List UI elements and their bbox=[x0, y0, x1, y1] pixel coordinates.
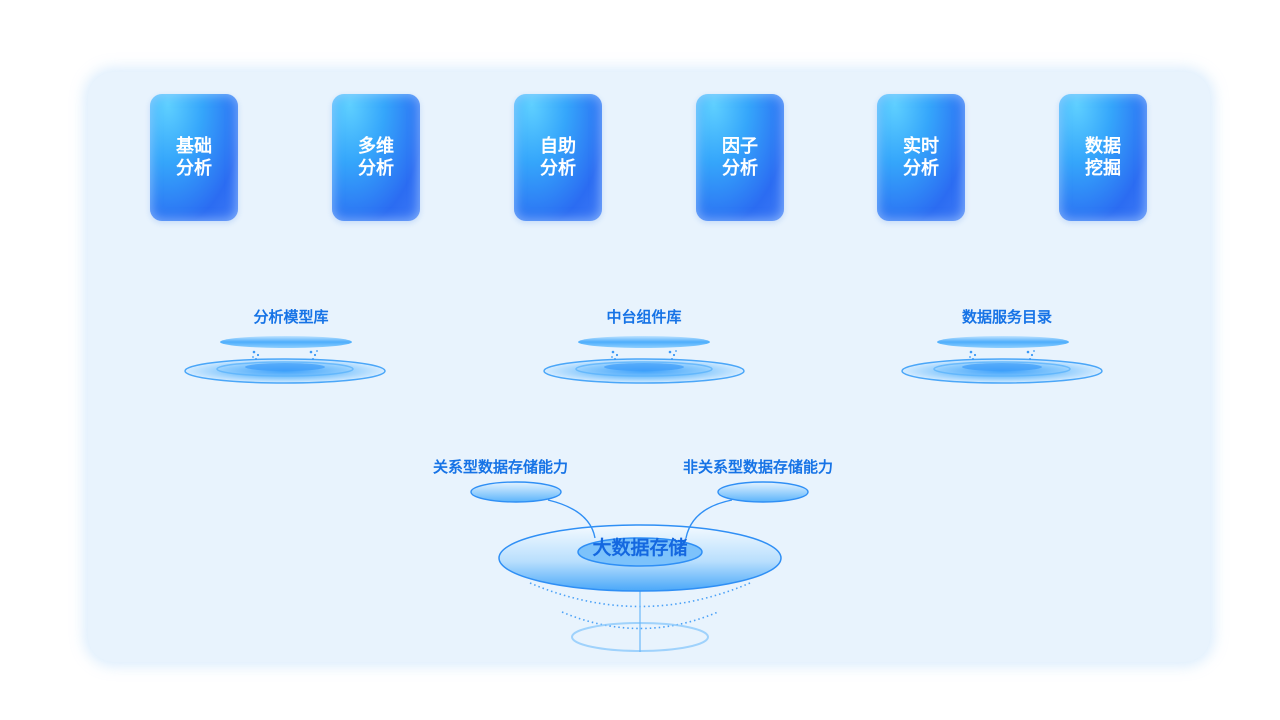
card-multidimensional-analysis: 多维分析 bbox=[332, 94, 420, 221]
storage-platform bbox=[470, 481, 809, 652]
card-label: 实时分析 bbox=[903, 135, 939, 179]
card-label: 自助分析 bbox=[540, 135, 576, 179]
platform-label-analysis-model-library: 分析模型库 bbox=[253, 308, 329, 326]
card-realtime-analysis: 实时分析 bbox=[877, 94, 965, 221]
card-factor-analysis: 因子分析 bbox=[696, 94, 784, 221]
platform-label-component-library: 中台组件库 bbox=[606, 308, 682, 326]
platform-disc-1 bbox=[184, 336, 386, 384]
non-relational-storage-label: 非关系型数据存储能力 bbox=[683, 458, 834, 476]
card-self-service-analysis: 自助分析 bbox=[514, 94, 602, 221]
card-label: 数据挖掘 bbox=[1085, 135, 1121, 179]
platform-disc-3 bbox=[901, 336, 1103, 384]
platform-disc-2 bbox=[543, 336, 745, 384]
card-label: 多维分析 bbox=[358, 135, 394, 179]
big-data-storage-title: 大数据存储 bbox=[592, 537, 688, 559]
card-basic-analysis: 基础分析 bbox=[150, 94, 238, 221]
relational-storage-label: 关系型数据存储能力 bbox=[433, 458, 569, 476]
card-label: 因子分析 bbox=[722, 135, 758, 179]
card-data-mining: 数据挖掘 bbox=[1059, 94, 1147, 221]
platform-label-data-service-catalog: 数据服务目录 bbox=[961, 308, 1052, 326]
card-label: 基础分析 bbox=[176, 135, 212, 179]
